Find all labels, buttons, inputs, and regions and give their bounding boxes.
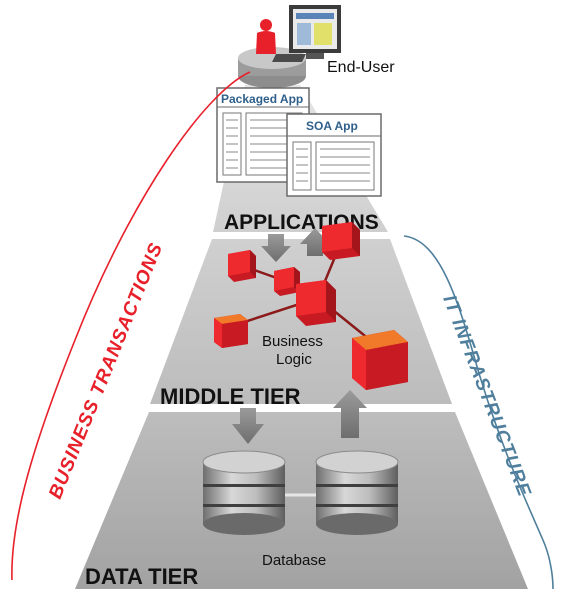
- red-cube-icon: [296, 280, 336, 326]
- red-cube-icon: [274, 267, 300, 296]
- packaged-app-title: Packaged App: [221, 92, 303, 106]
- business-logic-label-line1: Business: [262, 333, 323, 350]
- red-cube-icon: [214, 314, 248, 348]
- database-cylinder-icon: [202, 450, 286, 535]
- business-logic-label-line2: Logic: [276, 351, 312, 368]
- arrow-icon: [333, 390, 367, 438]
- middle-tier-label: MIDDLE TIER: [160, 384, 301, 409]
- end-user-label: End-User: [327, 59, 395, 76]
- soa-app-window: SOA App: [286, 113, 382, 197]
- business-transactions-arc: [11, 71, 251, 581]
- data-tier-label: DATA TIER: [85, 564, 198, 589]
- arrow-icon: [261, 234, 291, 262]
- database-label: Database: [262, 552, 326, 569]
- red-cube-icon: [352, 330, 408, 390]
- soa-app-title: SOA App: [306, 119, 358, 133]
- red-cube-icon: [228, 250, 256, 282]
- it-infrastructure-bracket: [403, 235, 554, 589]
- database-cylinder-icon: [315, 450, 399, 535]
- red-cube-icon: [322, 222, 360, 260]
- data-tier: [75, 412, 528, 589]
- arrow-icon: [232, 408, 264, 444]
- end-user-workstation-icon: [238, 5, 341, 88]
